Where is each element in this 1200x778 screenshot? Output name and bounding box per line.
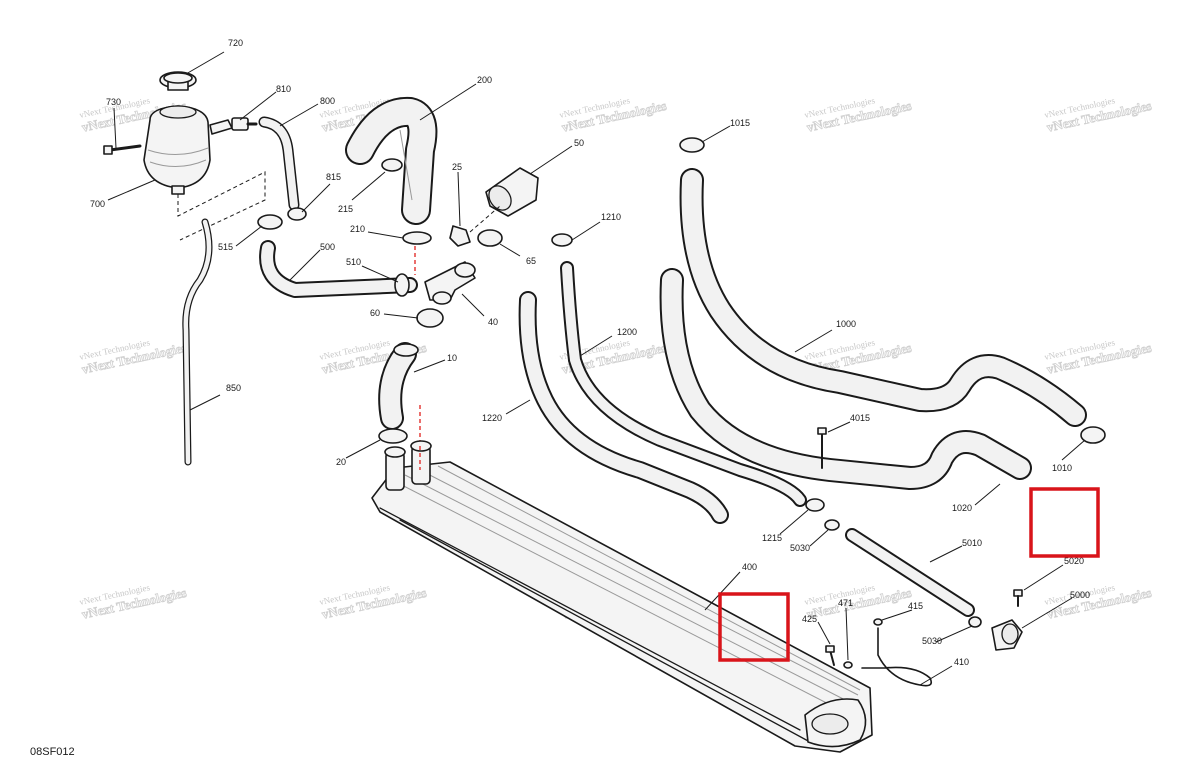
callout-65: 65 [526, 256, 536, 266]
upper-coolant-hose [345, 96, 438, 225]
hose-clamp [679, 137, 705, 153]
hose-clamp [824, 519, 840, 531]
drain-fitting [991, 619, 1023, 651]
mounting-screw [1013, 589, 1023, 607]
reservoir-hose [259, 240, 418, 298]
reservoir-cap [159, 71, 197, 91]
hose-clamp [378, 428, 408, 444]
callout-1010: 1010 [1052, 463, 1072, 473]
callout-1200: 1200 [617, 327, 637, 337]
callout-labels: 720 730 700 810 800 815 515 500 510 850 … [90, 38, 1090, 667]
callout-5030: 5030 [922, 636, 942, 646]
long-hoses-group [518, 137, 1106, 687]
callout-20: 20 [336, 457, 346, 467]
coolant-hose-short [485, 167, 539, 217]
diagram-reference-code: 08SF012 [30, 746, 75, 758]
coolant-hose-long [659, 268, 1032, 490]
drain-tube [845, 528, 975, 617]
reservoir-vent-hose [258, 116, 300, 211]
callout-1015: 1015 [730, 118, 750, 128]
callout-810: 810 [276, 84, 291, 94]
hose-clamp [416, 308, 444, 328]
callout-4015: 4015 [850, 413, 870, 423]
ground-cable [861, 627, 933, 687]
hose-clamp [287, 207, 307, 221]
mounting-screw [817, 427, 827, 469]
callout-40: 40 [488, 317, 498, 327]
callout-60: 60 [370, 308, 380, 318]
highlight-box [718, 592, 790, 662]
coolant-elbow [378, 342, 419, 430]
callout-800: 800 [320, 96, 335, 106]
callout-425: 425 [802, 614, 817, 624]
callout-1000: 1000 [836, 319, 856, 329]
hose-clamp [1080, 426, 1106, 444]
coolant-hose-long [679, 168, 1087, 427]
coolant-reservoir-group [103, 71, 418, 466]
callout-850: 850 [226, 383, 241, 393]
callout-515: 515 [218, 242, 233, 252]
callout-200: 200 [477, 75, 492, 85]
hose-clamp [968, 616, 982, 628]
temperature-sensor [449, 225, 471, 247]
callout-471: 471 [838, 598, 853, 608]
callout-700: 700 [90, 199, 105, 209]
mounting-screw [103, 144, 142, 155]
coolant-hose-long [560, 261, 807, 507]
callout-1020: 1020 [952, 503, 972, 513]
callout-400: 400 [742, 562, 757, 572]
callout-815: 815 [326, 172, 341, 182]
callout-415: 415 [908, 601, 923, 611]
callout-50: 50 [574, 138, 584, 148]
callout-5030: 5030 [790, 543, 810, 553]
callout-1220: 1220 [482, 413, 502, 423]
callout-5010: 5010 [962, 538, 982, 548]
callout-510: 510 [346, 257, 361, 267]
hose-clamp [551, 233, 573, 247]
hose-clamp [257, 214, 283, 230]
hose-clamp [805, 498, 825, 512]
coolant-reservoir-tank [143, 105, 233, 195]
callout-25: 25 [452, 162, 462, 172]
callout-10: 10 [447, 353, 457, 363]
thermostat-housing [424, 261, 476, 305]
fastener-hardware [825, 618, 883, 669]
callout-5000: 5000 [1070, 590, 1090, 600]
callout-1210: 1210 [601, 212, 621, 222]
hose-fitting [231, 117, 258, 131]
callout-1215: 1215 [762, 533, 782, 543]
hose-clamp [402, 231, 432, 245]
callout-215: 215 [338, 204, 353, 214]
callout-410: 410 [954, 657, 969, 667]
callout-730: 730 [106, 97, 121, 107]
callout-5020: 5020 [1064, 556, 1084, 566]
overflow-hose [182, 218, 213, 466]
hose-clamp [381, 158, 403, 172]
callout-500: 500 [320, 242, 335, 252]
highlight-box [1029, 487, 1100, 558]
leader-lines [107, 51, 1086, 686]
callout-720: 720 [228, 38, 243, 48]
hose-clamp [477, 229, 503, 247]
upper-hose-group [345, 96, 539, 445]
hose-clamp [394, 273, 410, 297]
coolant-hose-long [518, 291, 729, 524]
callout-210: 210 [350, 224, 365, 234]
